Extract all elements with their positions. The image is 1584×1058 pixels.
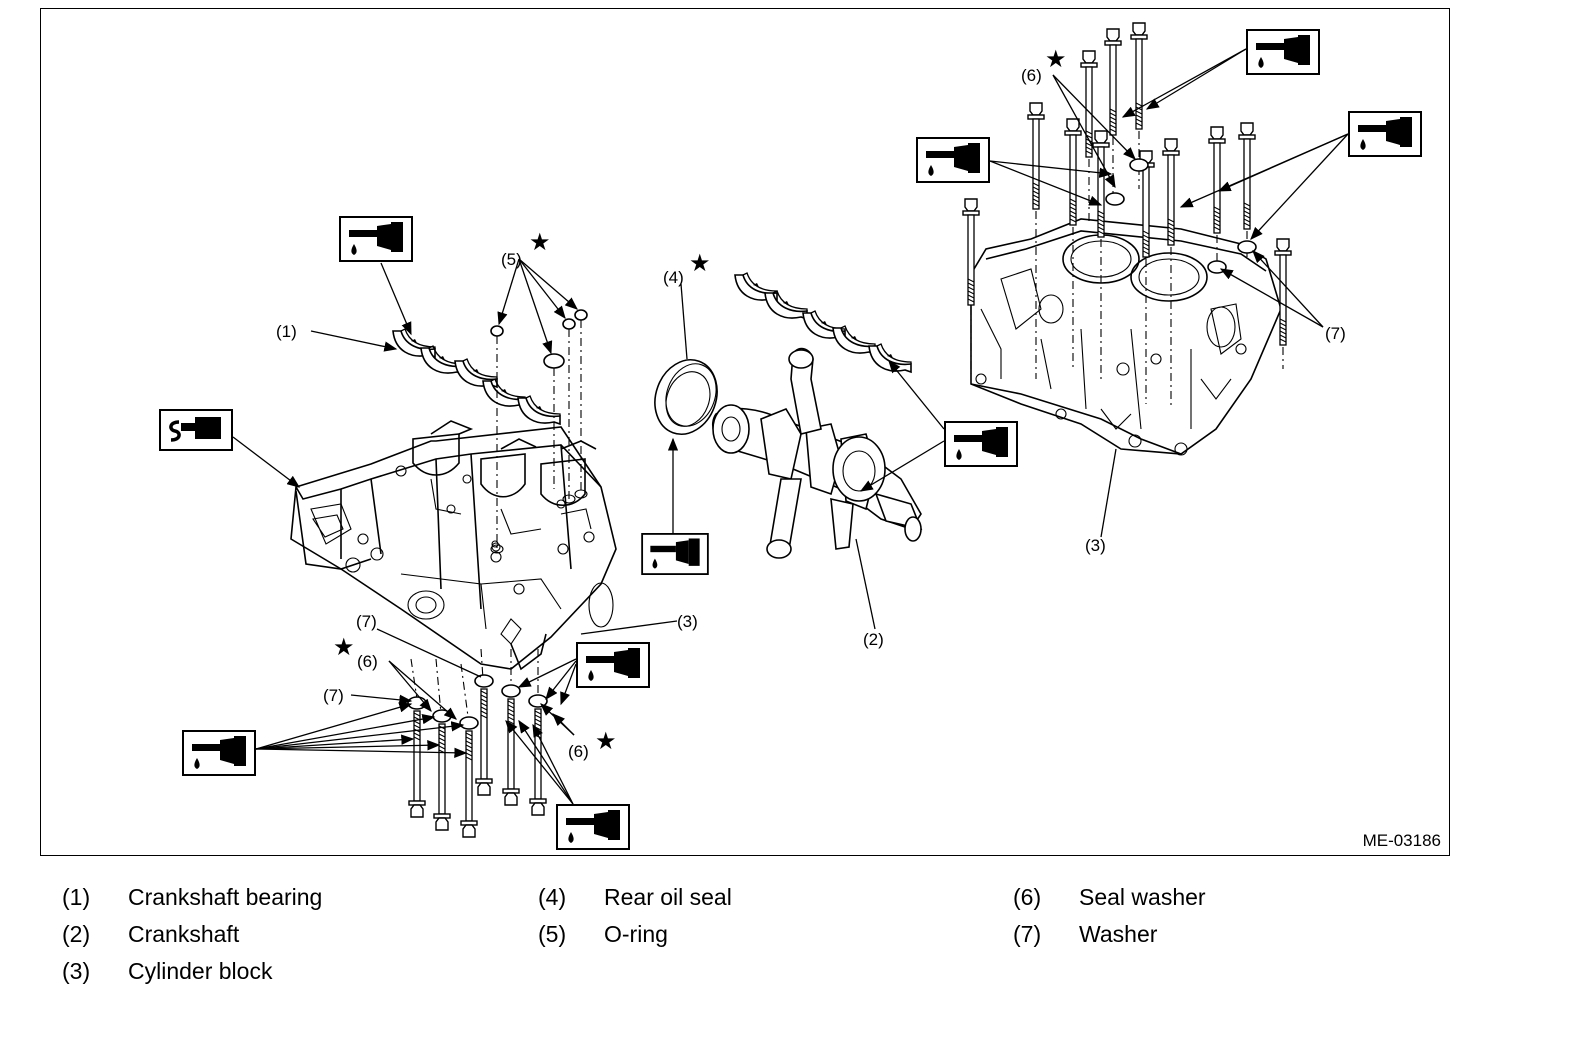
legend-number: (5) <box>538 921 567 947</box>
star-4: ★ <box>689 249 711 277</box>
legend-label: Seal washer <box>1079 884 1206 910</box>
engine-oil-icon <box>1348 111 1422 157</box>
liquid-gasket-icon <box>159 409 233 451</box>
callout-7-left: (7) <box>323 686 344 705</box>
lower-bolts-left <box>407 648 548 838</box>
engine-oil-icon <box>916 137 990 183</box>
star-6-lower: ★ <box>595 727 617 755</box>
diagram-canvas: (1) (2) (3) (3) (4) ★ (5) ★ (6) ★ (6) ★ … <box>159 22 1422 850</box>
engine-oil-icon <box>576 642 650 688</box>
legend-label: Rear oil seal <box>604 884 732 910</box>
crankshaft-bearing-shells <box>392 328 561 425</box>
legend-number: (3) <box>62 958 91 984</box>
cylinder-block-left <box>290 420 617 671</box>
callout-3-left: (3) <box>677 612 698 631</box>
callout-5: (5) <box>501 250 522 269</box>
star-6-right: ★ <box>1045 45 1067 73</box>
callout-6-left: (6) <box>357 652 378 671</box>
leader-lines <box>232 48 1349 805</box>
figure-id: ME-03186 <box>1362 831 1441 850</box>
o-rings <box>490 309 588 554</box>
exploded-diagram: (1) (2) (3) (3) (4) ★ (5) ★ (6) ★ (6) ★ … <box>40 8 1450 856</box>
legend-label: Crankshaft bearing <box>128 884 323 910</box>
callout-3-right: (3) <box>1085 536 1106 555</box>
legend-number: (4) <box>538 884 567 910</box>
crankshaft <box>712 347 923 559</box>
callout-2: (2) <box>863 630 884 649</box>
cylinder-block-right <box>970 218 1282 456</box>
legend-number: (7) <box>1013 921 1042 947</box>
legend-number: (6) <box>1013 884 1042 910</box>
callout-7-right: (7) <box>1325 324 1346 343</box>
callout-1: (1) <box>276 322 297 341</box>
callout-6-right: (6) <box>1021 66 1042 85</box>
legend-label: Crankshaft <box>128 921 240 947</box>
callout-6-lower: (6) <box>568 742 589 761</box>
star-5: ★ <box>529 228 551 256</box>
star-6-left: ★ <box>333 633 355 661</box>
legend-label: O-ring <box>604 921 668 947</box>
engine-oil-icon <box>556 804 630 850</box>
legend-number: (2) <box>62 921 91 947</box>
callout-7-left-top: (7) <box>356 612 377 631</box>
engine-oil-icon <box>1246 29 1320 75</box>
engine-oil-icon <box>339 216 413 262</box>
legend-number: (1) <box>62 884 91 910</box>
parts-legend: (1) Crankshaft bearing (2) Crankshaft (3… <box>62 880 1512 1000</box>
engine-oil-icon <box>182 730 256 776</box>
upper-bolts-right <box>962 22 1292 409</box>
callout-4: (4) <box>663 268 684 287</box>
engine-oil-icon <box>641 533 709 575</box>
engine-oil-icon <box>944 421 1018 467</box>
crankshaft-bearing-shells-upper <box>734 272 912 373</box>
legend-label: Washer <box>1079 921 1158 947</box>
legend-label: Cylinder block <box>128 958 273 984</box>
callouts: (1) (2) (3) (3) (4) ★ (5) ★ (6) ★ (6) ★ … <box>276 45 1346 761</box>
rear-oil-seal <box>654 359 718 435</box>
